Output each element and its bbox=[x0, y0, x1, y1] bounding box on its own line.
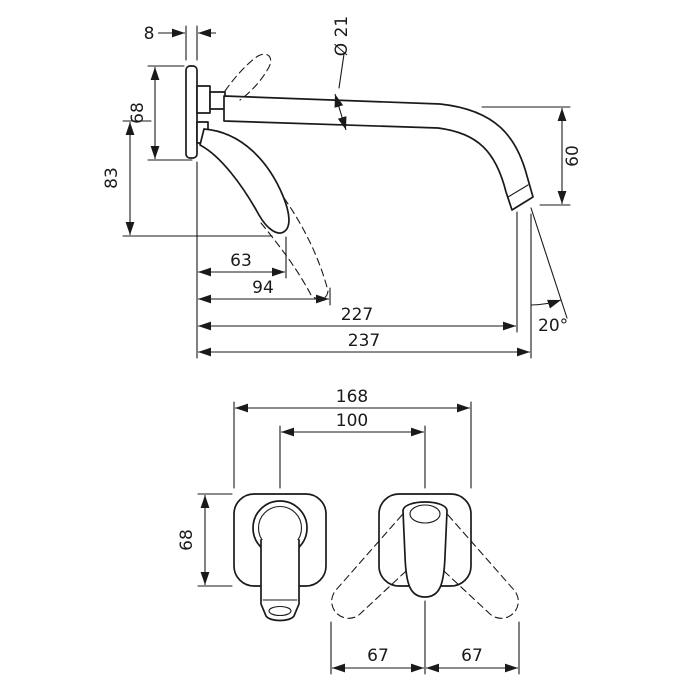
lever-handle-front bbox=[402, 501, 448, 598]
dim-label-swing-right: 67 bbox=[461, 646, 483, 666]
lever-raised-dashed bbox=[224, 53, 272, 101]
dim-escutcheon-height: 68 bbox=[177, 493, 233, 587]
dim-hole-distance: 100 bbox=[279, 411, 426, 489]
aerator-edge bbox=[507, 184, 529, 198]
side-view: 8 Ø 21 68 83 60 bbox=[102, 16, 583, 359]
dim-outlet-drop: 60 bbox=[481, 106, 583, 206]
dim-handle-swing: 67 67 bbox=[330, 600, 520, 675]
dim-label-swing-left: 67 bbox=[367, 646, 389, 666]
dim-plate-thickness: 8 bbox=[144, 24, 216, 61]
bottom-view: 168 100 68 67 67 bbox=[177, 387, 520, 675]
dim-label-outlet-reach: 227 bbox=[341, 305, 373, 325]
dim-label-escutcheon-height: 68 bbox=[177, 529, 197, 551]
lever-handle-side bbox=[199, 128, 290, 234]
dim-label-hole-distance: 100 bbox=[336, 411, 368, 431]
wall-plate-side bbox=[185, 65, 198, 159]
dim-handle-reach: 63 bbox=[198, 236, 287, 279]
lever-swing-left-dashed bbox=[331, 508, 440, 619]
dim-label-handle-reach-open: 94 bbox=[252, 278, 274, 298]
dim-label-overall-width: 168 bbox=[336, 387, 368, 407]
valve-cartridge bbox=[209, 91, 226, 110]
lever-swing-dashed bbox=[260, 197, 329, 300]
dim-label-outlet-drop: 60 bbox=[563, 145, 583, 167]
spout-profile bbox=[223, 95, 534, 211]
dim-plate-height: 68 bbox=[128, 65, 193, 161]
dim-label-outlet-angle: 20° bbox=[538, 316, 568, 336]
dim-label-spout-diameter: Ø 21 bbox=[332, 16, 352, 56]
dim-label-handle-reach: 63 bbox=[230, 251, 252, 271]
dim-overall-width: 168 bbox=[233, 387, 472, 489]
dim-label-plate-height: 68 bbox=[128, 102, 148, 124]
valve-body bbox=[196, 85, 211, 114]
dim-spout-diameter: Ø 21 bbox=[332, 16, 352, 131]
dim-label-body-drop: 83 bbox=[102, 167, 122, 189]
dim-label-total-reach: 237 bbox=[348, 331, 380, 351]
dim-outlet-angle: 20° bbox=[530, 207, 568, 336]
lever-cap bbox=[409, 504, 441, 524]
dim-total-reach: 237 bbox=[198, 213, 532, 359]
dim-handle-reach-open: 94 bbox=[198, 278, 331, 306]
spout-tube-front bbox=[260, 539, 300, 622]
dim-label-plate-thickness: 8 bbox=[144, 24, 155, 44]
dim-outlet-reach: 227 bbox=[198, 211, 518, 333]
lever-swing-right-dashed bbox=[410, 508, 519, 619]
